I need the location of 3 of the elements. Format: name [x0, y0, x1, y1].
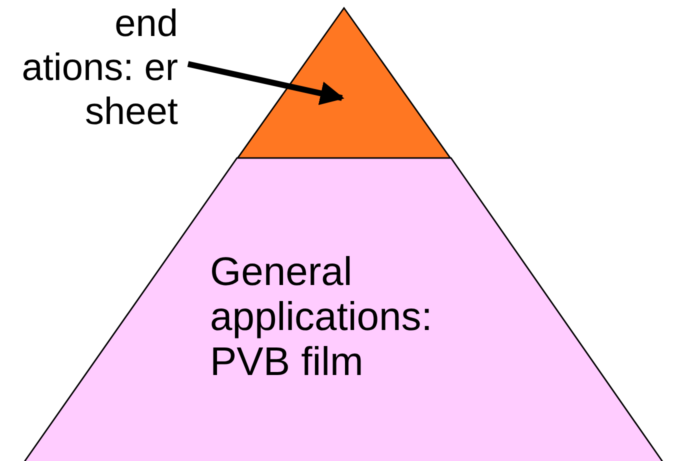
arrow: [187, 61, 344, 106]
callout-text: end ations: er sheet: [20, 2, 178, 134]
pyramid-level-label: General applications: PVB film: [210, 250, 434, 385]
